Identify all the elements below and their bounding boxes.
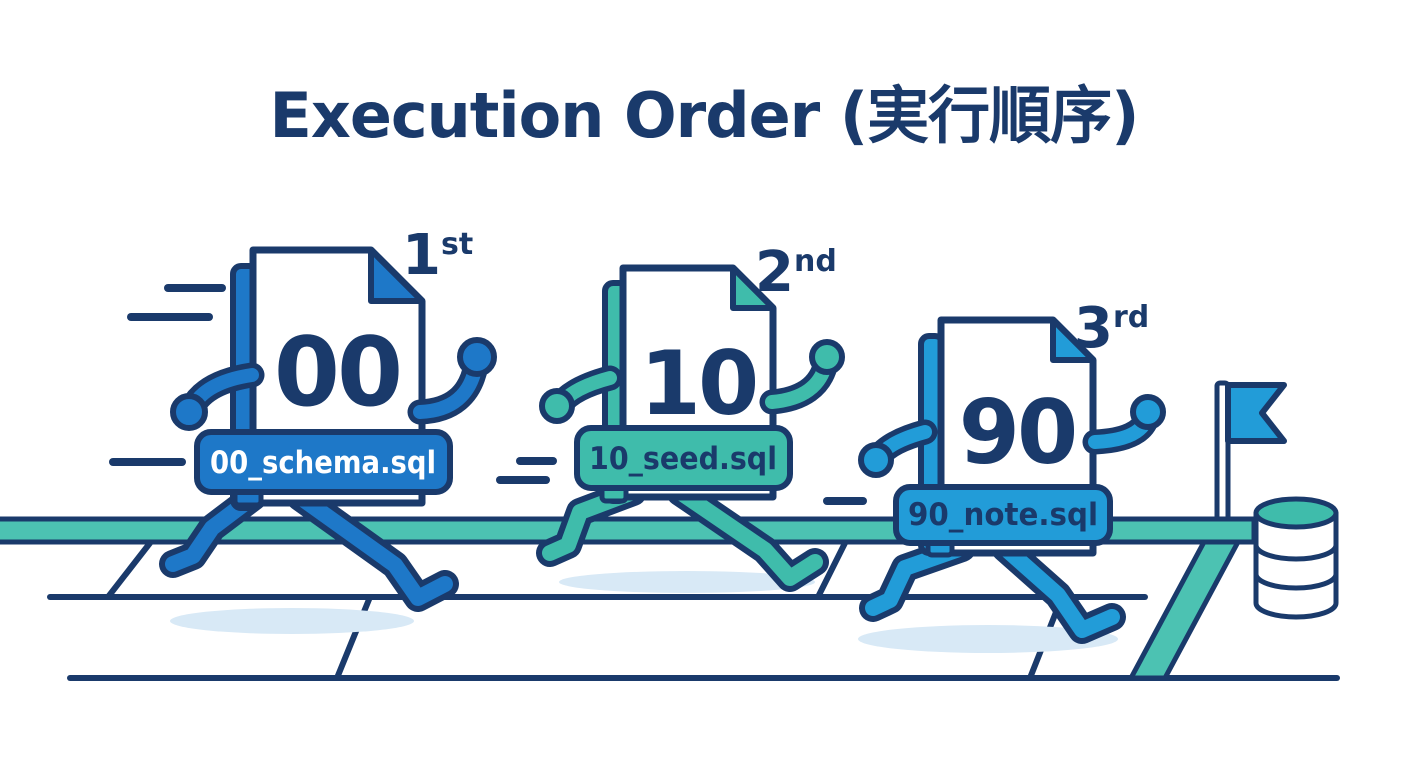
page-title: Execution Order (実行順序) (269, 79, 1138, 152)
fist (457, 337, 497, 377)
rank-label: 3rd (1074, 296, 1149, 361)
track-stripe (1128, 539, 1241, 681)
folded-corner (1050, 317, 1096, 363)
lane-marker (334, 594, 373, 681)
lane-marker (105, 540, 153, 600)
leg (865, 540, 970, 616)
database-body (1253, 510, 1339, 620)
runner-1-schema-file: 00 00_schema.sql 1st (159, 223, 497, 612)
leg (292, 489, 453, 606)
filename-badge (194, 429, 453, 495)
flag-pennant (1225, 382, 1287, 444)
database-icon (1253, 496, 1339, 620)
file-number: 90 (959, 381, 1075, 484)
runner-2-seed-file: 10 10_seed.sql 2nd (536, 240, 845, 592)
fist (809, 339, 845, 375)
file-number: 10 (640, 332, 756, 435)
filename-label: 00_schema.sql (210, 445, 436, 481)
fist (1130, 394, 1166, 430)
rank-label: 2nd (755, 240, 837, 305)
leg (672, 484, 823, 586)
finish-flag-icon (1214, 380, 1287, 524)
folded-corner (368, 247, 425, 304)
lane-marker (815, 540, 848, 600)
file-number: 00 (274, 318, 400, 428)
leg (997, 540, 1120, 638)
filename-badge (574, 425, 793, 491)
database-top (1253, 496, 1339, 530)
rank-label: 1st (402, 223, 473, 288)
filename-label: 90_note.sql (908, 497, 1098, 533)
folded-corner (730, 265, 776, 311)
filename-badge (893, 484, 1113, 546)
fist (539, 388, 575, 424)
runner-shadow (858, 625, 1118, 653)
runner-shadow (559, 571, 815, 593)
filename-label: 10_seed.sql (589, 441, 777, 477)
fist (170, 393, 208, 431)
runner-shadow (170, 608, 414, 634)
speed-lines-icon (109, 284, 867, 505)
leg (165, 489, 261, 572)
runner-3-note-file: 90 90_note.sql 3rd (858, 296, 1166, 644)
fist (858, 442, 894, 478)
database-ring (1253, 542, 1339, 562)
database-ring (1253, 571, 1339, 591)
